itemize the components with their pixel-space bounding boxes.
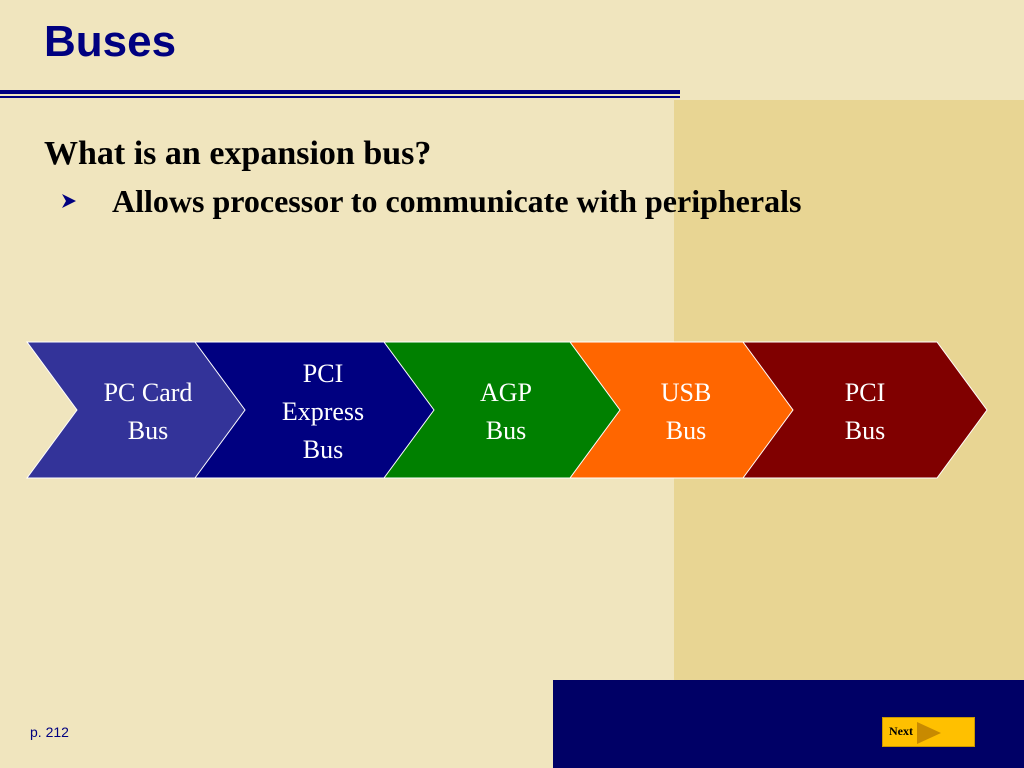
next-button[interactable]: Next xyxy=(882,717,975,747)
right-triangle-icon xyxy=(917,722,941,744)
page-number: p. 212 xyxy=(30,724,69,740)
title-rule xyxy=(0,90,680,94)
chevron-label-agp-bus: AGP Bus xyxy=(479,378,532,445)
slide-title: Buses xyxy=(44,17,177,66)
bullet-item: Allows processor to communicate with per… xyxy=(60,182,801,220)
chevron-label-pc-card-bus: PC Card Bus xyxy=(103,378,193,445)
question-text: What is an expansion bus? xyxy=(44,135,432,172)
arrowhead-bullet-icon xyxy=(62,194,76,209)
chevron-label-pci-express-bus: PCI Express Bus xyxy=(281,359,365,464)
title-rule-thin xyxy=(0,96,680,98)
next-button-label: Next xyxy=(889,724,913,738)
chevron-label-usb-bus: USB Bus xyxy=(660,378,712,445)
chevron-label-pci-bus: PCI Bus xyxy=(844,378,886,445)
chevron-pci-bus xyxy=(742,341,988,479)
bullet-text: Allows processor to communicate with per… xyxy=(112,183,802,219)
